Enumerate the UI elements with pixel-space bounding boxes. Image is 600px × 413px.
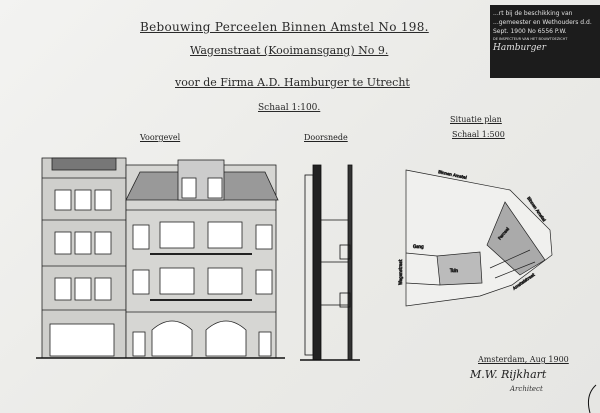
label-site-scale: Schaal 1:500 xyxy=(452,130,505,139)
section-drawing xyxy=(300,164,360,361)
sheet-hole xyxy=(588,384,597,413)
title-scale: Schaal 1:100. xyxy=(258,103,321,113)
architect-role: Architect xyxy=(510,385,543,393)
street-top: Binnen Amstel xyxy=(438,169,467,180)
stamp-line-4: DE INSPECTEUR VAN HET BOUWTOEZICHT xyxy=(493,37,568,41)
title-line-3: voor de Firma A.D. Hamburger te Utrecht xyxy=(175,76,410,89)
architect-signature: M.W. Rijkhart xyxy=(470,368,547,381)
stamp-line-3: Sept. 1900 No 6556 P.W. xyxy=(493,28,567,35)
place-date: Amsterdam, Aug 1900 xyxy=(478,355,569,364)
site-neighbour-hatched xyxy=(436,251,483,286)
facade-left-building xyxy=(41,157,127,359)
site-plan: Binnen Amstel Binnen Amstel Wagenstraat … xyxy=(398,169,553,307)
approval-stamp: ...rt bij de beschikking van ...gemeeste… xyxy=(490,5,600,78)
facade-main-building xyxy=(125,159,279,359)
label-voorgevel: Voorgevel xyxy=(140,133,181,142)
label-situatie-plan: Situatie plan xyxy=(450,115,502,124)
stamp-line-2: ...gemeester en Wethouders d.d. xyxy=(493,19,592,26)
title-line-2: Wagenstraat (Kooimansgang) No 9. xyxy=(190,44,389,57)
stamp-signature: Hamburger xyxy=(493,43,546,53)
title-line-1: Bebouwing Perceelen Binnen Amstel No 198… xyxy=(140,20,429,34)
site-plot-hatched xyxy=(486,201,546,276)
stamp-line-1: ...rt bij de beschikking van xyxy=(493,10,573,17)
street-left: Wagenstraat xyxy=(398,259,403,285)
label-doorsnede: Doorsnede xyxy=(304,133,348,142)
neighbour-label: Tuin xyxy=(449,268,458,273)
small-label: Gang xyxy=(413,244,424,249)
